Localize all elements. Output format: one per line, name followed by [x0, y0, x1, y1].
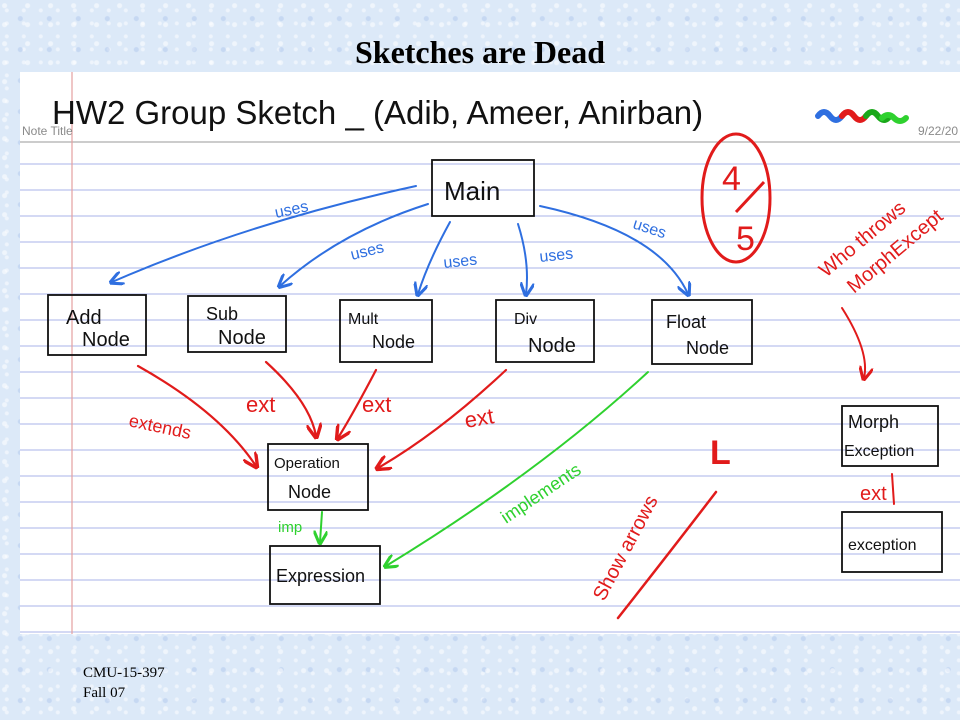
check-mark: L — [710, 434, 731, 472]
implements-arrows — [320, 371, 649, 566]
edge-label-imp: imp — [278, 519, 302, 536]
hint-show-arrows: Show arrows — [589, 492, 663, 604]
grade-annotation: 4 5 — [700, 132, 772, 264]
node-box-float — [651, 299, 753, 365]
question-connector — [841, 307, 865, 378]
node-box-mult — [339, 299, 433, 363]
uses-arrows — [112, 185, 688, 294]
edge-label-ext-2: ext — [362, 392, 391, 417]
hint-underline — [616, 490, 718, 620]
arrow-operation-expression — [320, 511, 322, 542]
slide-footer: CMU-15-397 Fall 07 — [83, 663, 165, 703]
node-label-float-1: Float — [666, 312, 706, 332]
grade-numerator: 4 — [722, 160, 741, 198]
grade-denominator: 5 — [736, 220, 755, 258]
node-label-float-2: Node — [686, 338, 729, 358]
node-label-mult-2: Node — [372, 332, 415, 352]
node-label-div-1: Div — [514, 311, 537, 328]
node-box-exception — [841, 511, 943, 573]
node-label-operation-1: Operation — [274, 455, 340, 472]
arrow-main-mult — [418, 221, 451, 294]
node-label-morph-2: Exception — [844, 443, 914, 460]
edge-label-ext-morph: ext — [860, 483, 887, 505]
edge-label-extends: extends — [127, 410, 193, 443]
ruled-lines — [20, 163, 960, 633]
footer-term: Fall 07 — [83, 685, 126, 701]
arrow-add-operation — [136, 364, 256, 466]
arrow-main-div — [517, 223, 527, 294]
node-label-mult-1: Mult — [348, 311, 379, 328]
node-boxes — [47, 159, 943, 605]
edge-label-uses-1: uses — [273, 198, 310, 222]
node-label-expression: Expression — [276, 566, 365, 586]
grade-fraction-bar — [734, 180, 766, 214]
node-label-add-2: Node — [82, 329, 130, 351]
arrow-morph-exception — [891, 473, 895, 505]
grade-circle — [700, 132, 772, 264]
edge-label-ext-3: ext — [463, 403, 496, 433]
node-label-exception: exception — [848, 537, 917, 554]
node-label-add-1: Add — [66, 307, 102, 329]
node-label-main: Main — [444, 176, 500, 206]
note-date: 9/22/20 — [918, 124, 959, 138]
node-box-add — [47, 294, 147, 356]
footer-course: CMU-15-397 — [83, 665, 165, 681]
edge-label-uses-4: uses — [539, 246, 574, 266]
edge-label-implements: implements — [497, 459, 584, 527]
arrow-float-expression — [386, 371, 649, 566]
node-box-main — [431, 159, 535, 217]
arrow-mult-operation — [338, 368, 378, 438]
node-box-sub — [187, 295, 287, 353]
color-swatch-scribble — [815, 109, 909, 124]
arrow-main-float — [539, 205, 688, 294]
node-label-div-2: Node — [528, 335, 576, 357]
node-label-operation-2: Node — [288, 482, 331, 502]
arrow-div-operation — [378, 368, 508, 468]
node-box-expression — [269, 545, 381, 605]
node-box-morph — [841, 405, 939, 467]
extends-arrows — [136, 360, 895, 505]
slide-title: Sketches are Dead — [354, 34, 606, 70]
node-box-div — [495, 299, 595, 363]
sketch-heading: HW2 Group Sketch _ (Adib, Ameer, Anirban… — [52, 94, 703, 131]
arrow-main-sub — [280, 203, 429, 286]
arrow-sub-operation — [264, 360, 316, 436]
edge-label-uses-5: uses — [631, 216, 668, 243]
node-label-sub-1: Sub — [206, 304, 238, 324]
note-title-label: Note Title — [22, 124, 73, 138]
edge-label-uses-2: uses — [349, 239, 386, 264]
edge-label-ext-1: ext — [246, 392, 275, 417]
edge-label-uses-3: uses — [443, 252, 478, 272]
node-box-operation — [267, 443, 369, 511]
arrow-main-add — [112, 185, 417, 282]
node-label-morph-1: Morph — [848, 412, 899, 432]
note-page: HW2 Group Sketch _ (Adib, Ameer, Anirban… — [20, 72, 960, 634]
sketch-canvas: HW2 Group Sketch _ (Adib, Ameer, Anirban… — [20, 72, 960, 634]
node-label-sub-2: Node — [218, 327, 266, 349]
